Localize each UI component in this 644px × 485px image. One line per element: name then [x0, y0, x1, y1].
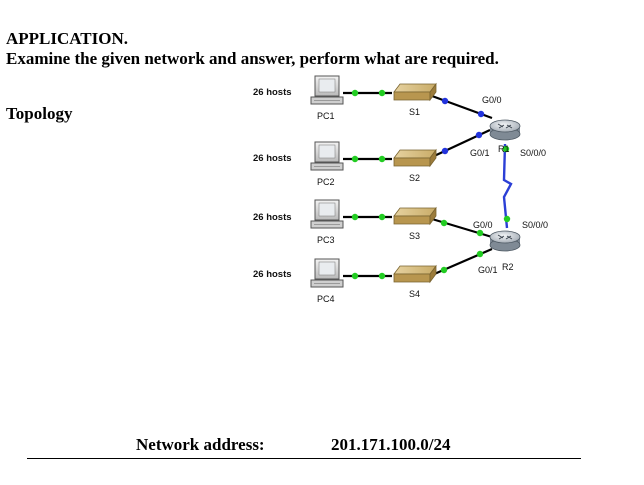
topology-heading: Topology — [6, 104, 73, 123]
s4-label: S4 — [409, 289, 420, 299]
s1-label: S1 — [409, 107, 420, 117]
s2-label: S2 — [409, 173, 420, 183]
s3-label: S3 — [409, 231, 420, 241]
pc3-label: PC3 — [317, 235, 335, 245]
answer-underline — [27, 458, 581, 459]
network-address-value: 201.171.100.0/24 — [331, 435, 451, 454]
pc4-label: PC4 — [317, 294, 335, 304]
instruction-text: Examine the given network and answer, pe… — [6, 49, 499, 68]
pc2-label: PC2 — [317, 177, 335, 187]
switch-s3[interactable] — [393, 206, 437, 226]
router-r2[interactable] — [489, 230, 521, 252]
r1-s0-0-0-label: S0/0/0 — [520, 148, 546, 158]
pc2[interactable] — [310, 141, 344, 171]
pc3-hosts-label: 26 hosts — [253, 212, 292, 223]
r1-g0-1-label: G0/1 — [470, 148, 490, 158]
serial-link-r1-r2 — [502, 143, 513, 229]
pc2-hosts-label: 26 hosts — [253, 153, 292, 164]
network-address-label: Network address: — [136, 435, 265, 454]
pc3[interactable] — [310, 199, 344, 229]
r1-g0-0-label: G0/0 — [482, 95, 502, 105]
r2-g0-0-label: G0/0 — [473, 220, 493, 230]
pc4[interactable] — [310, 258, 344, 288]
pc1-hosts-label: 26 hosts — [253, 87, 292, 98]
switch-s1[interactable] — [393, 82, 437, 102]
r1-label: R1 — [498, 144, 510, 154]
switch-s2[interactable] — [393, 148, 437, 168]
router-r1[interactable] — [489, 119, 521, 141]
pc1-label: PC1 — [317, 111, 335, 121]
pc4-hosts-label: 26 hosts — [253, 269, 292, 280]
pc1[interactable] — [310, 75, 344, 105]
r2-label: R2 — [502, 262, 514, 272]
port-indicators — [351, 89, 511, 280]
switch-s4[interactable] — [393, 264, 437, 284]
r2-s0-0-0-label: S0/0/0 — [522, 220, 548, 230]
r2-g0-1-label: G0/1 — [478, 265, 498, 275]
application-heading: APPLICATION. — [6, 29, 128, 48]
